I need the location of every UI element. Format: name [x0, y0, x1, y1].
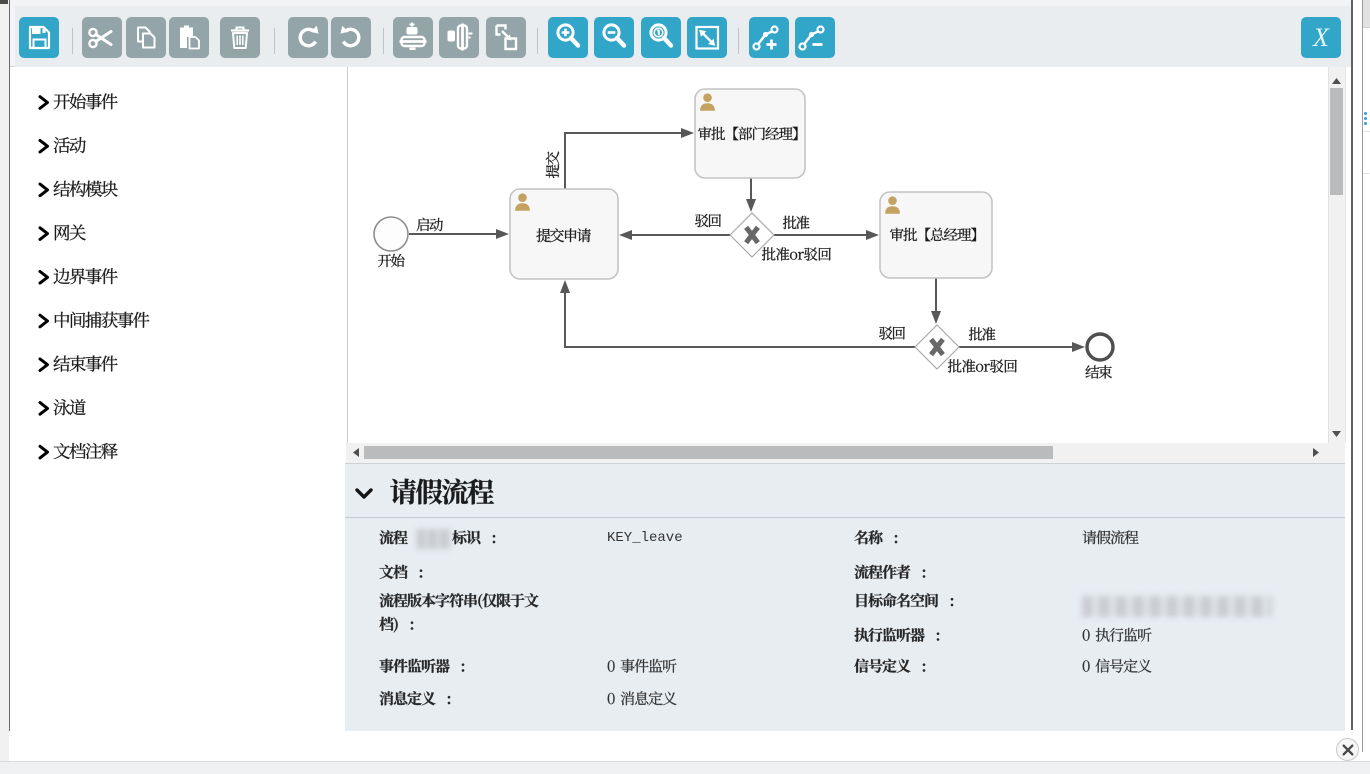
svg-text:X: X	[1312, 23, 1330, 52]
